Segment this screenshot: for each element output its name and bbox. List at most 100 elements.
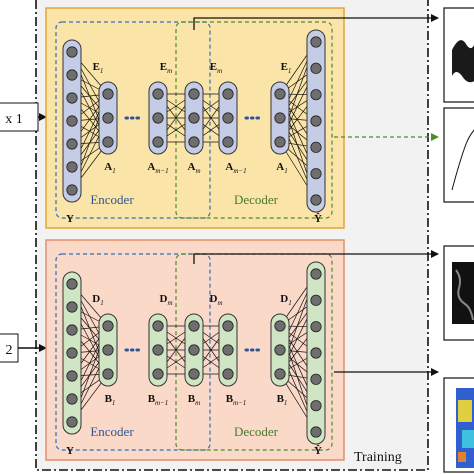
neuron-node [222, 320, 234, 332]
training-label: Training [354, 450, 402, 465]
layer-2 [148, 313, 168, 387]
layer-label-2: Bm−1 [148, 393, 169, 407]
neuron-node [66, 138, 78, 150]
neuron-node [66, 301, 78, 313]
output-panel-3 [443, 245, 474, 341]
layer-label-4: Am−1 [225, 161, 246, 175]
output-label: Ŷ [314, 213, 322, 225]
layer-5 [270, 313, 290, 387]
arrow-to-output-3 [193, 250, 439, 264]
layer-4 [218, 313, 238, 387]
neuron-node [102, 136, 114, 148]
neuron-node [274, 344, 286, 356]
layer-0 [62, 271, 82, 435]
neuron-node [310, 426, 322, 438]
layer-0 [62, 39, 82, 203]
neuron-node [152, 368, 164, 380]
weight-label-mid-right: Dm [209, 293, 222, 307]
neuron-node [310, 268, 322, 280]
layer-label-1: B1 [105, 393, 116, 407]
encoder-label: Encoder [90, 192, 134, 207]
neuron-node [274, 136, 286, 148]
neuron-node [274, 320, 286, 332]
layer-label-4: Bm−1 [226, 393, 247, 407]
neuron-node [274, 112, 286, 124]
neuron-node [66, 278, 78, 290]
input-label: Y [66, 213, 74, 225]
layer-label-5: B1 [277, 393, 288, 407]
neuron-node [188, 320, 200, 332]
encoder-region [55, 253, 211, 451]
neuron-node [222, 112, 234, 124]
output-panel-2 [443, 107, 474, 203]
neuron-node [102, 112, 114, 124]
weight-label-mid-right: Em [210, 61, 222, 75]
neuron-node [274, 368, 286, 380]
neuron-node [310, 62, 322, 74]
neuron-node [188, 368, 200, 380]
layer-2 [148, 81, 168, 155]
neuron-node [310, 168, 322, 180]
encoder-label: Encoder [90, 424, 134, 439]
neuron-node [102, 320, 114, 332]
neuron-node [102, 88, 114, 100]
neuron-node [66, 370, 78, 382]
decoder-label: Decoder [234, 192, 279, 207]
neuron-node [310, 400, 322, 412]
neuron-node [102, 368, 114, 380]
weight-label-right: D1 [280, 293, 291, 307]
weight-label-right: E1 [281, 61, 292, 75]
neuron-node [152, 136, 164, 148]
layer-label-5: A1 [276, 161, 287, 175]
neuron-node [102, 344, 114, 356]
arrow-to-output-1 [193, 14, 439, 30]
input-label-top: x 1 [5, 112, 23, 127]
neuron-node [222, 344, 234, 356]
neuron-node [310, 141, 322, 153]
neuron-node [152, 344, 164, 356]
neuron-node [188, 88, 200, 100]
layer-label-2: Am−1 [147, 161, 168, 175]
weight-label-left: D1 [92, 293, 103, 307]
decoder-region [175, 21, 333, 219]
layer-1 [98, 81, 118, 155]
neuron-node [152, 112, 164, 124]
neuron-node [222, 136, 234, 148]
output-panel-4 [443, 377, 474, 473]
layer-6 [306, 261, 326, 445]
neuron-node [152, 88, 164, 100]
neuron-node [66, 92, 78, 104]
neuron-node [222, 368, 234, 380]
neuron-node [66, 324, 78, 336]
neuron-node [188, 136, 200, 148]
input-label-bottom: 2 [6, 343, 13, 358]
neuron-node [66, 184, 78, 196]
neuron-node [152, 320, 164, 332]
neuron-node [188, 112, 200, 124]
neuron-node [66, 161, 78, 173]
neuron-node [66, 393, 78, 405]
neuron-node [310, 36, 322, 48]
input-box-top: x 1 [0, 102, 39, 132]
layer-label-3: Am [187, 161, 200, 175]
neuron-node [222, 88, 234, 100]
neuron-node [66, 416, 78, 428]
weight-label-mid-left: Em [160, 61, 172, 75]
weight-label-mid-left: Dm [159, 293, 172, 307]
output-panel-1 [443, 7, 474, 103]
neuron-node [66, 46, 78, 58]
layer-label-1: A1 [104, 161, 115, 175]
decoder-label: Decoder [234, 424, 279, 439]
output-label: Ŷ [314, 445, 322, 457]
neuron-node [188, 344, 200, 356]
neuron-node [310, 89, 322, 101]
neuron-node [310, 294, 322, 306]
encoder-region [55, 21, 211, 219]
neuron-node [66, 115, 78, 127]
layer-3 [184, 313, 204, 387]
neuron-node [66, 69, 78, 81]
neuron-node [310, 115, 322, 127]
